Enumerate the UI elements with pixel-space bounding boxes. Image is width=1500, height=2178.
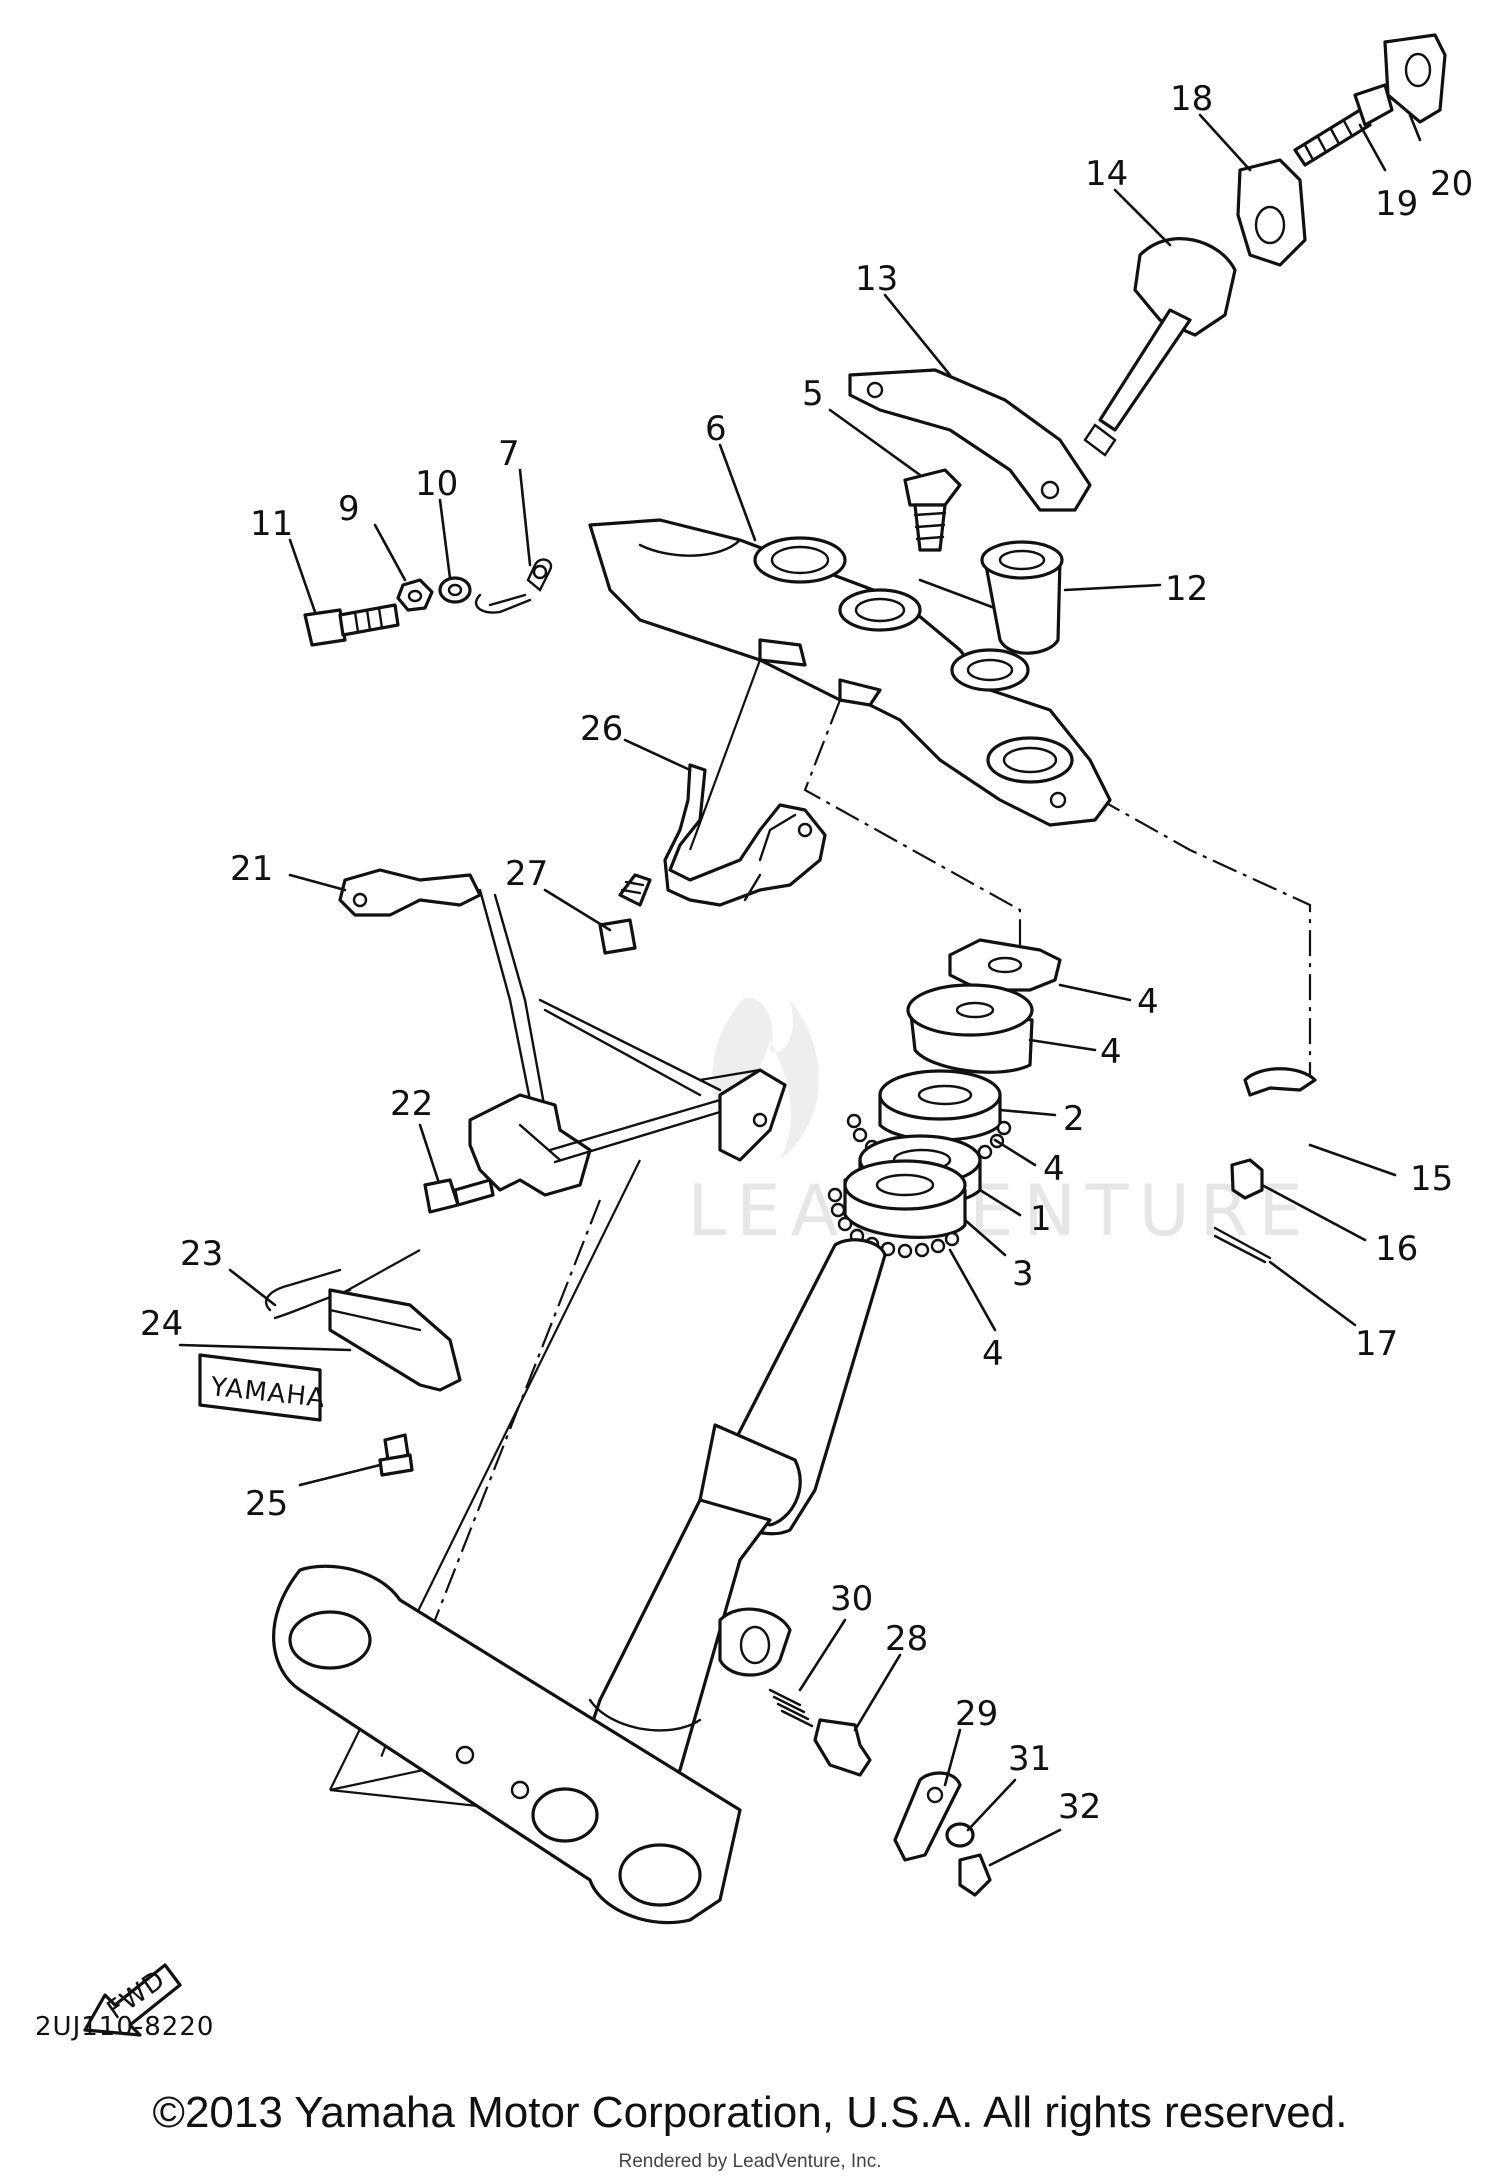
callout-26: 25: [245, 1484, 288, 1524]
callout-27: 26: [580, 709, 623, 749]
callout-12: 11: [250, 504, 293, 544]
callout-5: 4: [1100, 1032, 1122, 1072]
part-14-bracket: [848, 368, 1092, 512]
callout-18: 17: [1355, 1324, 1398, 1364]
leader-lines: [178, 113, 1422, 1867]
part-10-nut: [396, 578, 434, 612]
part-17-nut: [1230, 1158, 1264, 1200]
part-3-race: [843, 1159, 967, 1239]
callout-1: 1: [1030, 1199, 1052, 1239]
callout-19: 18: [1170, 79, 1213, 119]
part-29-switch: [813, 1718, 872, 1777]
part-28-bolt: [598, 873, 652, 955]
part-6-ring-nut: [948, 938, 1062, 992]
callout-28: 27: [505, 854, 548, 894]
callout-25: 24: [140, 1304, 183, 1344]
callout-33: 32: [1058, 1787, 1101, 1827]
part-33-screw: [958, 1853, 992, 1897]
part-32-washer: [945, 1822, 975, 1848]
callouts: 19 20 18 14 13 5 6 7 10 9 11 12 26 27 21…: [140, 79, 1473, 1827]
part-23-bolt: [423, 1178, 495, 1214]
rendered-by-text: Rendered by LeadVenture, Inc.: [618, 2151, 882, 2172]
callout-3: 3: [1012, 1254, 1034, 1294]
callout-15: 14: [1085, 154, 1128, 194]
part-19-clamp: [1236, 158, 1307, 267]
callout-4-upper: 4: [1043, 1149, 1065, 1189]
callout-13: 12: [1165, 569, 1208, 609]
part-25-emblem-plate: YAMAHA: [198, 1288, 462, 1422]
part-2-race: [878, 1069, 1002, 1142]
part-5-cover: [906, 983, 1034, 1074]
part-18-pin: [1213, 1226, 1272, 1264]
part-11-washer: [438, 576, 472, 604]
part-8-upper-bracket: [588, 518, 1112, 827]
part-26-screw: [378, 1433, 414, 1477]
callout-14: 13: [855, 259, 898, 299]
callout-10: 9: [338, 489, 360, 529]
part-9-clip: [474, 558, 553, 614]
callout-6: 4: [1137, 982, 1159, 1022]
part-31-spring: [768, 1688, 814, 1728]
callout-31: 30: [830, 1579, 873, 1619]
callout-21: 20: [1430, 164, 1473, 204]
drawing-code: 2UJ110-8220: [35, 2012, 214, 2042]
callout-9: 7: [498, 434, 520, 474]
part-13-bushing: [980, 540, 1064, 655]
part-21-plate: [1383, 33, 1447, 124]
callout-32: 31: [1008, 1739, 1051, 1779]
part-22-stay: [338, 868, 787, 1197]
callout-22: 21: [230, 849, 273, 889]
callout-17: 16: [1375, 1229, 1418, 1269]
part-12-bolt: [303, 603, 400, 647]
callout-23: 22: [390, 1084, 433, 1124]
part-20-bolt: [1293, 83, 1394, 167]
callout-16: 15: [1410, 1159, 1453, 1199]
part-7-bolt: [903, 468, 962, 552]
steering-stem: [272, 1238, 887, 1925]
callout-30: 29: [955, 1694, 998, 1734]
watermark-text: LEADVENTURE: [687, 1170, 1312, 1252]
part-15-handle-shaft: [1083, 237, 1237, 457]
part-30-cover: [893, 1771, 962, 1862]
copyright-text: ©2013 Yamaha Motor Corporation, U.S.A. A…: [152, 2088, 1348, 2137]
callout-29: 28: [885, 1619, 928, 1659]
callout-2: 2: [1063, 1099, 1085, 1139]
part-27-bracket: [663, 763, 827, 907]
callout-11: 10: [415, 464, 458, 504]
callout-4-lower: 4: [982, 1334, 1004, 1374]
callout-20: 19: [1375, 184, 1418, 224]
part-16-washer: [1243, 1067, 1317, 1097]
callout-8: 6: [705, 409, 727, 449]
callout-24: 23: [180, 1234, 223, 1274]
callout-7: 5: [802, 374, 824, 414]
